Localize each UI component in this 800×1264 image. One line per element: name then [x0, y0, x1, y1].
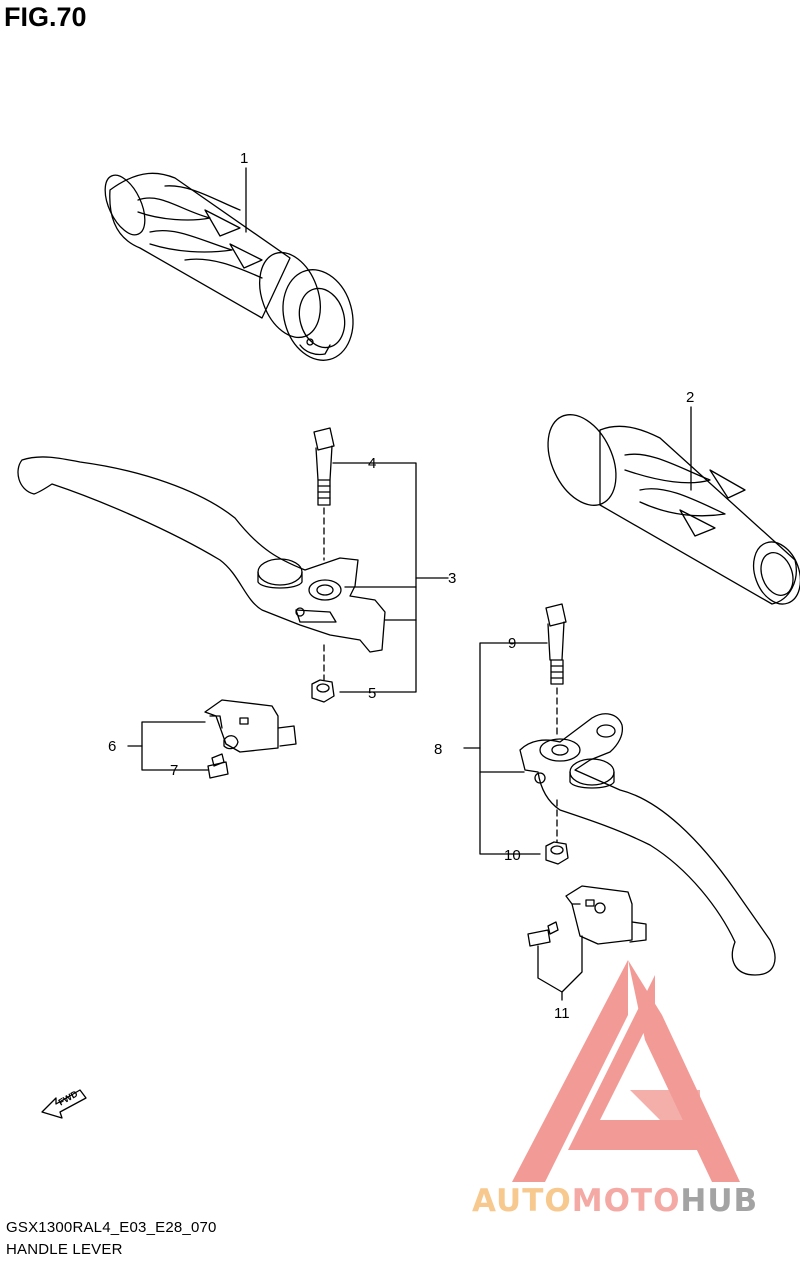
- figure-title: FIG.70: [4, 2, 87, 32]
- callout-5[interactable]: 5: [368, 685, 377, 702]
- callout-3[interactable]: 3: [448, 570, 457, 587]
- clutch-lever: [519, 713, 776, 976]
- screw-11: [527, 921, 559, 947]
- watermark-part3: HUB: [680, 1183, 759, 1219]
- callout-8[interactable]: 8: [434, 741, 443, 758]
- nut-10: [545, 841, 569, 865]
- watermark-logo: [512, 960, 740, 1182]
- callout-4[interactable]: 4: [368, 455, 377, 472]
- callout-9[interactable]: 9: [508, 635, 517, 652]
- bolt-9: [545, 603, 567, 685]
- fwd-arrow: [41, 1089, 87, 1119]
- screw-7: [207, 753, 229, 779]
- watermark-part1: AUTO: [472, 1183, 572, 1219]
- front-brake-switch: [204, 699, 297, 753]
- grip-right: [104, 172, 354, 361]
- clutch-switch: [565, 885, 647, 945]
- callout-1[interactable]: 1: [240, 150, 249, 167]
- grip-left: [547, 414, 800, 605]
- brake-lever: [17, 456, 386, 653]
- callout-6[interactable]: 6: [108, 738, 117, 755]
- watermark-text: AUTOMOTOHUB: [472, 1183, 758, 1219]
- section-name: HANDLE LEVER: [6, 1241, 123, 1258]
- callout-11[interactable]: 11: [554, 1005, 570, 1022]
- model-code: GSX1300RAL4_E03_E28_070: [6, 1219, 217, 1236]
- bolt-4: [313, 427, 335, 506]
- nut-5: [311, 679, 335, 703]
- watermark-part2: MOTO: [571, 1183, 681, 1219]
- callout-2[interactable]: 2: [686, 389, 695, 406]
- callout-10[interactable]: 10: [504, 847, 521, 864]
- callout-7[interactable]: 7: [170, 762, 179, 779]
